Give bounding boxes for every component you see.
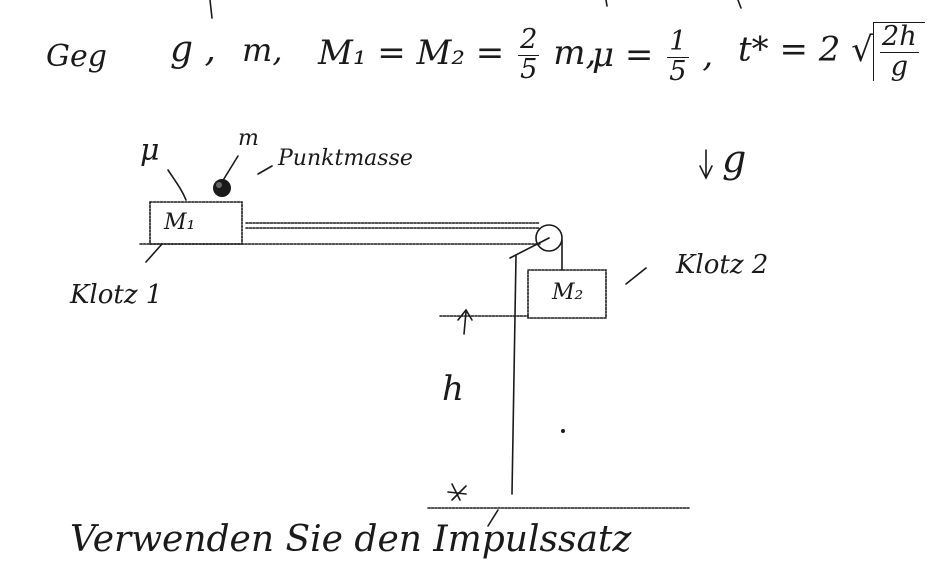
mass-fraction-denominator: 5	[520, 53, 538, 85]
mu-fraction-numerator: 1	[667, 26, 689, 58]
block-2	[527, 269, 607, 319]
mu-pointer	[167, 169, 187, 201]
block-1-pointer	[145, 243, 163, 263]
point-mass-pointer	[257, 165, 273, 175]
cutoff-mark	[209, 0, 213, 19]
time-lhs: t* = 2	[738, 29, 841, 70]
sqrt-fraction-numerator: 2h	[879, 21, 919, 53]
instruction-text: Verwenden Sie den Impulssatz	[70, 519, 632, 560]
mass-fraction-numerator: 2	[518, 24, 540, 56]
block-2-pointer	[625, 267, 647, 285]
gravity-arrow-head	[699, 165, 713, 180]
sqrt-fraction-denominator: g	[890, 50, 908, 82]
height-arrow	[463, 311, 467, 335]
sqrt-term: √ 2h g	[851, 21, 925, 82]
pulley-mount	[509, 237, 550, 259]
block-2-name: Klotz 2	[676, 250, 769, 280]
stray-dot	[560, 428, 565, 433]
block-1	[149, 201, 243, 245]
mu-separator: ,	[702, 35, 714, 76]
table-edge	[511, 255, 517, 495]
mu-lhs: μ =	[592, 35, 654, 76]
ground-mark	[447, 483, 467, 501]
pulley	[535, 224, 563, 252]
given-mu: μ = 1 5 ,	[592, 26, 714, 87]
given-g: g ,	[170, 29, 216, 70]
instruction-stroke	[487, 509, 499, 527]
mu-fraction-denominator: 5	[669, 55, 687, 87]
sqrt-radicand: 2h g	[872, 21, 925, 82]
point-mass-label: Punktmasse	[278, 146, 413, 171]
block-1-label: M₁	[164, 210, 196, 235]
m-pointer	[221, 155, 239, 183]
height-label: h	[442, 369, 464, 409]
cutoff-mark	[737, 0, 742, 9]
gravity-label: g	[722, 137, 747, 181]
sqrt-fraction: 2h g	[879, 21, 919, 82]
masses-lhs: M₁ = M₂ =	[318, 33, 505, 74]
m-label: m	[238, 126, 259, 151]
given-masses: M₁ = M₂ = 2 5 m,	[318, 24, 597, 85]
mass-unit: m,	[553, 33, 597, 74]
mu-fraction: 1 5	[667, 26, 689, 87]
block-1-name: Klotz 1	[70, 280, 163, 310]
sqrt-sign: √	[851, 30, 873, 71]
mu-label: μ	[140, 133, 160, 168]
block-2-label: M₂	[552, 280, 584, 305]
cutoff-mark	[605, 0, 608, 7]
point-mass-highlight	[216, 182, 222, 188]
height-arrow-head	[457, 308, 473, 321]
given-label: Geg	[46, 39, 107, 74]
given-m: m,	[242, 31, 283, 69]
point-mass	[213, 179, 231, 197]
mass-fraction: 2 5	[518, 24, 540, 85]
given-time: t* = 2 √ 2h g	[738, 21, 925, 82]
